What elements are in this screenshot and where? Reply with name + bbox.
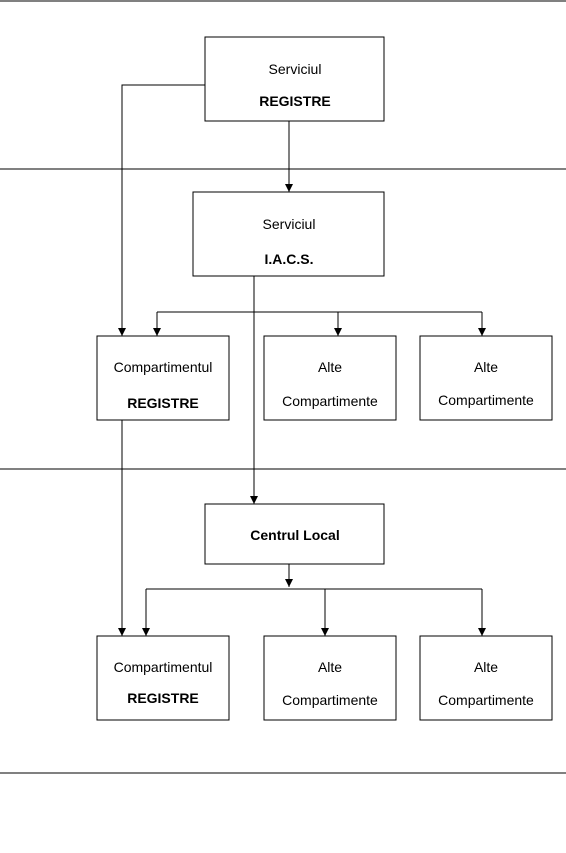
node-compartimentul-registre-2-line2: REGISTRE [127,690,199,706]
node-alte-compartimente-1a-line2: Compartimente [282,393,378,409]
node-serviciul-registre-line1: Serviciul [269,61,322,77]
node-serviciul-iacs-line2: I.A.C.S. [264,251,313,267]
node-alte-compartimente-2b-line1: Alte [474,659,498,675]
node-alte-compartimente-1b-line2: Compartimente [438,392,534,408]
node-alte-compartimente-2a: Alte Compartimente [263,635,397,721]
node-compartimentul-registre-2-line1: Compartimentul [114,659,213,675]
edge-serviciu-registre-to-compartiment-registre [118,84,205,336]
node-serviciul-iacs: Serviciul I.A.C.S. [192,191,385,277]
node-compartimentul-registre-1-line2: REGISTRE [127,395,199,411]
node-serviciul-registre-line2: REGISTRE [259,93,331,109]
node-alte-compartimente-1a-line1: Alte [318,359,342,375]
node-alte-compartimente-1b: Alte Compartimente [419,335,553,421]
node-alte-compartimente-2b: Alte Compartimente [419,635,553,721]
node-alte-compartimente-2b-line2: Compartimente [438,692,534,708]
node-alte-compartimente-1b-line1: Alte [474,359,498,375]
node-compartimentul-registre-1-line1: Compartimentul [114,359,213,375]
node-centrul-local-label: Centrul Local [250,527,339,543]
node-centrul-local: Centrul Local [204,503,385,565]
node-alte-compartimente-2a-line2: Compartimente [282,692,378,708]
node-serviciul-iacs-line1: Serviciul [263,216,316,232]
node-serviciul-registre: Serviciul REGISTRE [204,36,385,122]
node-alte-compartimente-2a-line1: Alte [318,659,342,675]
node-compartimentul-registre-2: Compartimentul REGISTRE [96,635,230,721]
node-compartimentul-registre-1: Compartimentul REGISTRE [96,335,230,421]
node-alte-compartimente-1a: Alte Compartimente [263,335,397,421]
